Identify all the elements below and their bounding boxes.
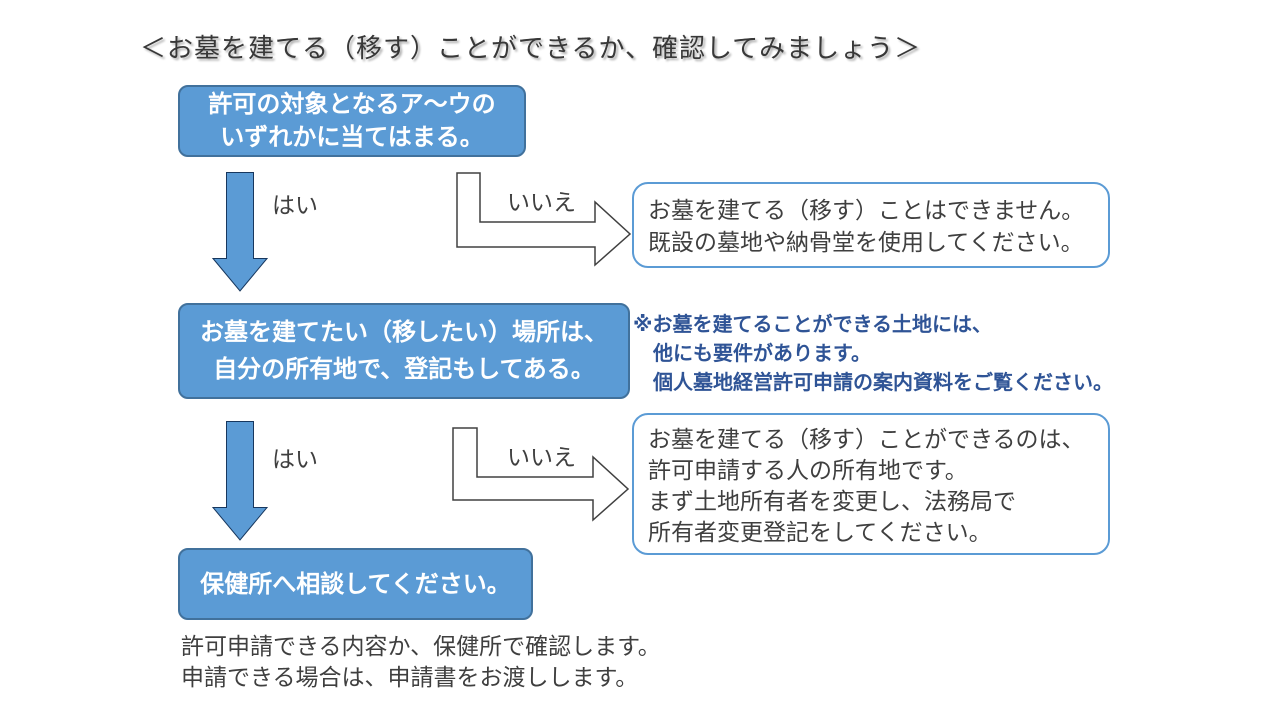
down-arrow-icon — [212, 172, 268, 292]
callout2-line: まず土地所有者を変更し、法務局で — [648, 488, 1016, 514]
step2-line: 自分の所有地で、登記もしてある。 — [213, 356, 595, 383]
bent-arrow-icon — [451, 425, 629, 523]
step1-line: いずれかに当てはまる。 — [220, 124, 484, 151]
callout2-box: お墓を建てる（移す）ことができるのは、 許可申請する人の所有地です。 まず土地所… — [632, 413, 1110, 555]
callout2-line: 許可申請する人の所有地です。 — [648, 457, 968, 483]
step2-line: お墓を建てたい（移したい）場所は、 — [200, 319, 608, 346]
footer-note: 許可申請できる内容か、保健所で確認します。 申請できる場合は、申請書をお渡ししま… — [181, 631, 661, 693]
branch2-yes-label: はい — [272, 446, 318, 472]
requirements-note: ※お墓を建てることができる土地には、 他にも要件があります。 個人墓地経営許可申… — [633, 311, 1173, 398]
step1-box: 許可の対象となるア～ウの いずれかに当てはまる。 — [178, 85, 526, 157]
note-line: ※お墓を建てることができる土地には、 — [633, 314, 993, 336]
step1-line: 許可の対象となるア～ウの — [208, 91, 496, 118]
page-title: ＜お墓を建てる（移す）ことができるか、確認してみましょう＞ — [140, 33, 922, 63]
down-arrow-icon — [212, 421, 268, 541]
branch2-no-label: いいえ — [507, 444, 576, 470]
step2-box: お墓を建てたい（移したい）場所は、 自分の所有地で、登記もしてある。 — [178, 303, 630, 399]
callout1-line: お墓を建てる（移す）ことはできません。 — [648, 197, 1085, 223]
callout2-line: お墓を建てる（移す）ことができるのは、 — [648, 426, 1085, 452]
bent-arrow-icon — [455, 170, 633, 268]
step3-box: 保健所へ相談してください。 — [178, 548, 533, 620]
note-line: 他にも要件があります。 — [653, 343, 871, 365]
note-line: 個人墓地経営許可申請の案内資料をご覧ください。 — [653, 372, 1113, 394]
footer-line: 許可申請できる内容か、保健所で確認します。 — [181, 633, 661, 659]
callout1-box: お墓を建てる（移す）ことはできません。 既設の墓地や納骨堂を使用してください。 — [632, 182, 1110, 268]
branch1-yes-label: はい — [272, 192, 318, 218]
step3-line: 保健所へ相談してください。 — [200, 570, 511, 598]
footer-line: 申請できる場合は、申請書をお渡しします。 — [181, 664, 639, 690]
branch1-no-label: いいえ — [507, 189, 576, 215]
callout1-line: 既設の墓地や納骨堂を使用してください。 — [648, 229, 1084, 255]
callout2-line: 所有者変更登記をしてください。 — [648, 519, 992, 545]
